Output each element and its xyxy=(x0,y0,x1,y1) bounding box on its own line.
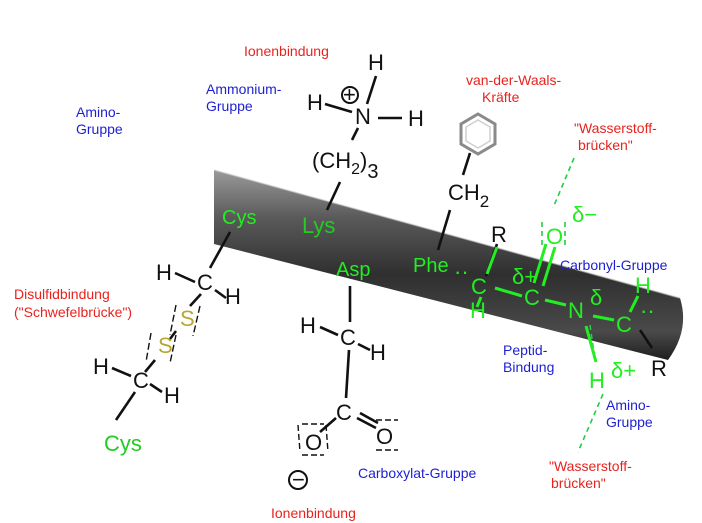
disulfid-label: Disulfidbindung("Schwefelbrücke") xyxy=(14,286,132,320)
peptide-bond-label: Peptid-Bindung xyxy=(503,342,554,375)
sulfur-atom-2: S xyxy=(158,333,173,358)
ionenbindung-bottom-label: Ionenbindung xyxy=(271,505,356,521)
positive-charge-icon xyxy=(341,86,359,104)
svg-text:−: − xyxy=(292,467,305,492)
svg-text:C: C xyxy=(340,325,356,350)
alpha-carbon-left: C xyxy=(471,274,487,299)
svg-text:δ−: δ− xyxy=(572,202,597,227)
van-der-waals-label: van-der-Waals-Kräfte xyxy=(466,72,562,105)
lysine-residue-label: Lys xyxy=(302,213,335,238)
carboxylate-oxygen-right: O xyxy=(376,424,393,449)
phenylalanine-ch2: CH2 xyxy=(448,180,489,211)
svg-text:H: H xyxy=(470,298,486,323)
svg-text:··: ·· xyxy=(454,259,469,284)
negative-charge-icon xyxy=(288,470,308,490)
alpha-carbon-right: C xyxy=(616,312,632,337)
carbonyl-carbon: C xyxy=(524,285,540,310)
svg-text:δ+: δ+ xyxy=(611,358,636,383)
hydrogen-bond-top-line xyxy=(552,157,575,209)
r-group-right: R xyxy=(651,356,667,381)
aspartate-residue-label: Asp xyxy=(336,259,370,281)
amide-nitrogen: N xyxy=(568,298,584,323)
svg-text:H: H xyxy=(300,313,316,338)
svg-text:H: H xyxy=(156,260,172,285)
cysteine-top-label: Cys xyxy=(222,207,256,229)
wasserstoff-top-label: "Wasserstoff-brücken" xyxy=(574,120,657,153)
wasserstoff-bottom-label: "Wasserstoff-brücken" xyxy=(549,458,632,491)
ionenbindung-top-label: Ionenbindung xyxy=(244,43,329,59)
benzene-ring-icon xyxy=(459,112,497,156)
phenylalanine-side-chain: CH2 Phe xyxy=(413,112,497,277)
sulfur-atom-1: S xyxy=(180,306,195,331)
ammonium-h-right: H xyxy=(408,106,424,131)
svg-text:δ+: δ+ xyxy=(512,264,537,289)
svg-text:C: C xyxy=(133,368,149,393)
svg-text:+: + xyxy=(343,82,356,107)
r-group-top: R xyxy=(491,222,507,247)
svg-text:··: ·· xyxy=(640,298,655,323)
carboxylate-oxygen-left: O xyxy=(305,430,322,455)
svg-text:C: C xyxy=(197,270,213,295)
amino-group-left-label: Amino-Gruppe xyxy=(76,104,123,137)
svg-text:H: H xyxy=(225,284,241,309)
aspartate-side-chain: Asp C H H C O O − xyxy=(288,259,398,492)
lysine-side-chain: Lys (CH2)3 N H H H + xyxy=(302,50,424,238)
lysine-ch2-group: (CH2)3 xyxy=(312,148,378,183)
carbonyl-group-label: Carbonyl-Gruppe xyxy=(560,257,668,273)
hydrogen-bond-bottom-line xyxy=(577,393,604,453)
carbonyl-oxygen: O xyxy=(546,224,563,249)
cysteine-bottom-label: Cys xyxy=(104,431,142,456)
amino-group-right-label: Amino-Gruppe xyxy=(606,397,653,430)
phenylalanine-residue-label: Phe xyxy=(413,255,449,277)
svg-text:δ: δ xyxy=(590,285,602,310)
ammonium-nitrogen: N xyxy=(355,104,371,129)
backbone-cylinder xyxy=(213,169,684,360)
svg-text:H: H xyxy=(93,354,109,379)
carboxylate-label: Carboxylat-Gruppe xyxy=(358,465,476,481)
peptide-bond-group: ·· C R H C δ+ O δ− N δ H δ+ C ·· H R xyxy=(454,202,667,393)
amide-hydrogen: H xyxy=(589,368,605,393)
ammonium-h-left: H xyxy=(307,90,323,115)
svg-text:C: C xyxy=(336,400,352,425)
svg-text:H: H xyxy=(635,273,651,298)
svg-text:H: H xyxy=(370,340,386,365)
ammonium-h-top: H xyxy=(368,50,384,75)
ammonium-label: Ammonium-Gruppe xyxy=(206,81,282,114)
svg-text:H: H xyxy=(164,383,180,408)
disulfide-bridge: Cys C H H S S C H H Cys xyxy=(93,207,256,456)
